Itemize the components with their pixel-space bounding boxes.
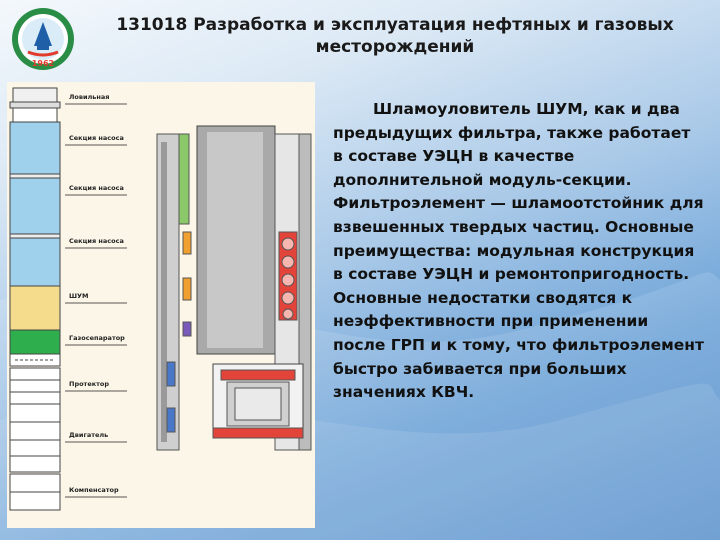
slide-title: 131018 Разработка и эксплуатация нефтяны… bbox=[116, 15, 674, 57]
pump-string bbox=[9, 87, 61, 511]
label-shum: ШУМ bbox=[69, 292, 89, 300]
label-catcher: Ловильная bbox=[69, 93, 109, 101]
university-logo: 1962 bbox=[12, 8, 74, 70]
label-pump-section-2: Секция насоса bbox=[69, 184, 124, 192]
shum-cross-section bbox=[156, 125, 312, 451]
label-pump-section-3: Секция насоса bbox=[69, 237, 124, 245]
slide-paragraph: Шламоуловитель ШУМ, как и два предыдущих… bbox=[333, 100, 704, 402]
equipment-diagram: Ловильная Секция насоса Секция насоса Се… bbox=[7, 82, 315, 528]
label-protector: Протектор bbox=[69, 380, 109, 388]
label-gas-separator: Газосепаратор bbox=[69, 334, 125, 342]
diagram-labels: Ловильная Секция насоса Секция насоса Се… bbox=[65, 93, 127, 498]
label-motor: Двигатель bbox=[69, 431, 108, 439]
label-pump-section-1: Секция насоса bbox=[69, 134, 124, 142]
logo-year: 1962 bbox=[32, 59, 54, 68]
label-compensator: Компенсатор bbox=[69, 486, 119, 494]
